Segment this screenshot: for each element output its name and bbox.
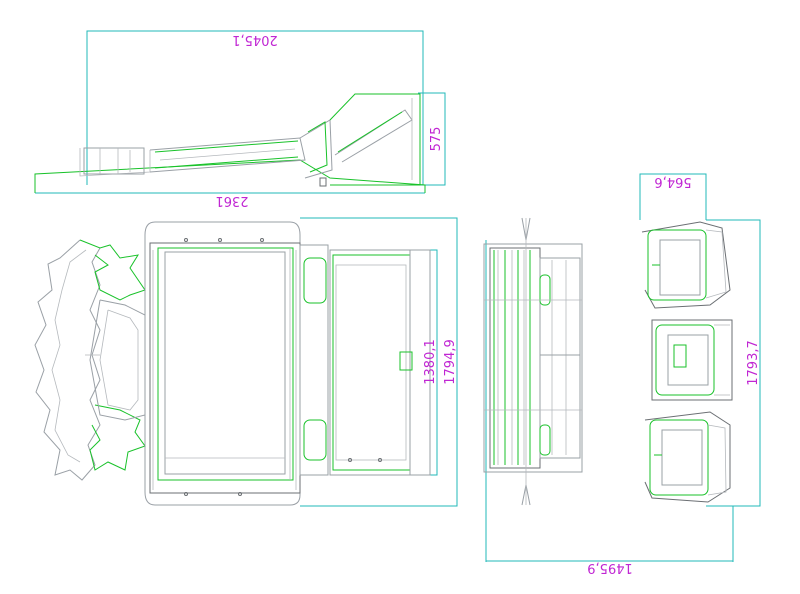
dim-plan-outer: 1794,9 [443,339,458,385]
dim-depth: 564,6 [654,174,691,189]
dim-bottom-width: 1495,9 [587,560,633,575]
end-view [483,217,734,562]
dim-right-height: 1793,7 [746,340,761,386]
dim-top-length: 2361 [215,193,248,208]
seats-view: 564,6 1793,7 1495,9 [587,173,761,575]
side-elevation-view: 2045,1 575 2361 [34,30,446,208]
dim-top-width: 2045,1 [232,32,278,47]
plan-view: 1380,1 1794,9 [34,217,458,507]
dim-plan-inner: 1380,1 [423,339,438,385]
dim-top-height: 575 [429,127,444,152]
